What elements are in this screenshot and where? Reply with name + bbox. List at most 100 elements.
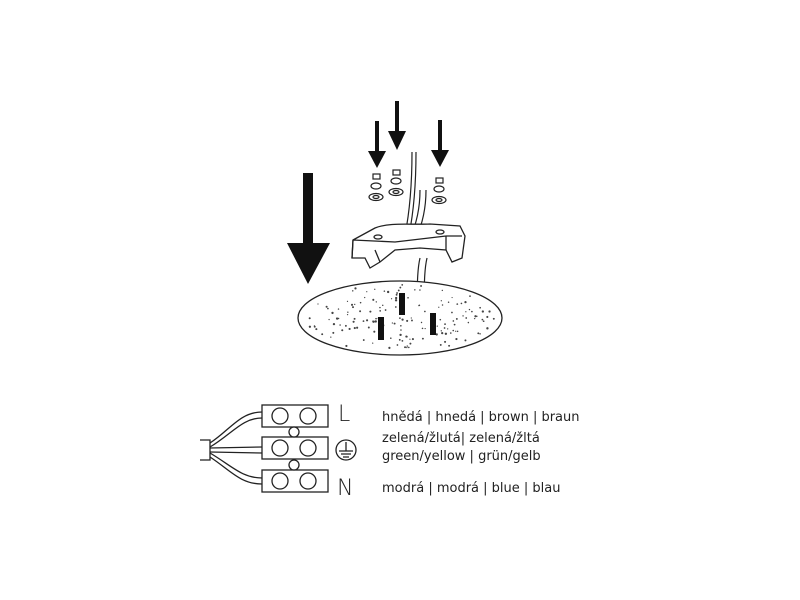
speckle: [331, 311, 334, 315]
speckle: [352, 306, 354, 309]
speckle: [346, 314, 349, 316]
speckle: [486, 327, 489, 330]
neutral-label: N: [337, 476, 354, 501]
speckle: [424, 327, 426, 330]
speckle: [390, 298, 393, 300]
speckle: [337, 317, 340, 320]
speckle: [396, 344, 399, 346]
live-label: L: [338, 402, 351, 427]
speckle: [353, 317, 356, 320]
speckle: [477, 332, 480, 335]
speckle: [410, 317, 412, 319]
speckle: [317, 303, 319, 305]
speckle: [418, 304, 421, 307]
speckle: [481, 310, 485, 313]
speckle: [421, 327, 424, 330]
speckle: [439, 343, 442, 346]
screws-washers-icon: [368, 169, 447, 205]
speckle: [444, 340, 447, 343]
speckle: [479, 306, 481, 309]
speckle: [474, 315, 477, 318]
speckle: [456, 330, 459, 333]
speckle: [399, 286, 402, 289]
speckle: [409, 338, 411, 340]
speckle: [444, 323, 446, 325]
speckle: [354, 303, 356, 306]
speckle: [441, 289, 444, 292]
speckle: [372, 320, 375, 323]
speckle: [411, 338, 414, 341]
speckle: [465, 311, 467, 313]
speckle: [401, 318, 404, 321]
speckle: [395, 293, 398, 296]
speckle: [325, 305, 328, 308]
speckle: [420, 285, 422, 287]
speckle: [414, 289, 416, 291]
speckle: [476, 315, 478, 318]
speckle: [373, 330, 376, 333]
speckle: [443, 327, 446, 329]
speckle: [347, 311, 349, 313]
speckle: [396, 292, 398, 294]
speckle: [400, 329, 402, 331]
speckle: [452, 329, 455, 332]
speckle: [456, 303, 459, 305]
speckle: [481, 318, 484, 321]
speckle: [397, 289, 400, 292]
speckle: [435, 333, 438, 336]
speckle: [367, 326, 370, 329]
speckle: [359, 310, 362, 313]
speckle: [354, 287, 357, 290]
speckle: [436, 325, 438, 327]
speckle: [447, 301, 450, 304]
speckle: [444, 332, 448, 335]
speckle: [400, 324, 402, 327]
speckle: [467, 321, 470, 324]
speckle: [328, 318, 330, 321]
speckle: [383, 290, 386, 292]
speckle: [308, 325, 312, 328]
speckle: [341, 329, 344, 332]
speckle: [482, 320, 485, 323]
speckle: [362, 320, 365, 323]
speckle: [486, 315, 489, 319]
speckle: [394, 296, 398, 300]
large-down-arrow-icon: [287, 173, 330, 284]
speckle: [372, 342, 374, 344]
speckle: [332, 331, 335, 334]
speckle: [330, 336, 332, 338]
speckle: [441, 331, 444, 335]
speckle: [362, 339, 365, 341]
speckle: [464, 339, 467, 342]
speckle: [315, 328, 318, 331]
speckle: [438, 306, 440, 308]
speckle: [313, 325, 316, 327]
speckle: [479, 333, 481, 335]
speckle: [337, 308, 340, 310]
speckle: [321, 333, 324, 336]
speckle: [453, 323, 456, 326]
earth-wire-text-2: green/yellow | grün/gelb: [382, 449, 541, 464]
speckle: [401, 339, 404, 342]
speckle: [471, 310, 473, 313]
speckle: [394, 299, 398, 302]
speckle: [447, 328, 449, 330]
mounting-bracket-icon: [351, 223, 466, 269]
speckle: [350, 303, 354, 306]
speckle: [352, 290, 354, 292]
speckle: [452, 320, 455, 322]
speckle: [439, 318, 442, 321]
speckle: [440, 300, 442, 302]
speckle: [421, 337, 424, 340]
speckle: [366, 319, 369, 322]
speckle: [359, 301, 362, 304]
speckle: [379, 306, 381, 309]
speckle: [440, 330, 442, 332]
speckle: [460, 302, 463, 305]
speckle: [346, 300, 349, 302]
speckle: [372, 298, 375, 301]
speckle: [327, 307, 329, 310]
earth-wire-text-1: zelená/žlutá| zelená/žltá: [382, 431, 540, 446]
speckle: [451, 296, 453, 299]
